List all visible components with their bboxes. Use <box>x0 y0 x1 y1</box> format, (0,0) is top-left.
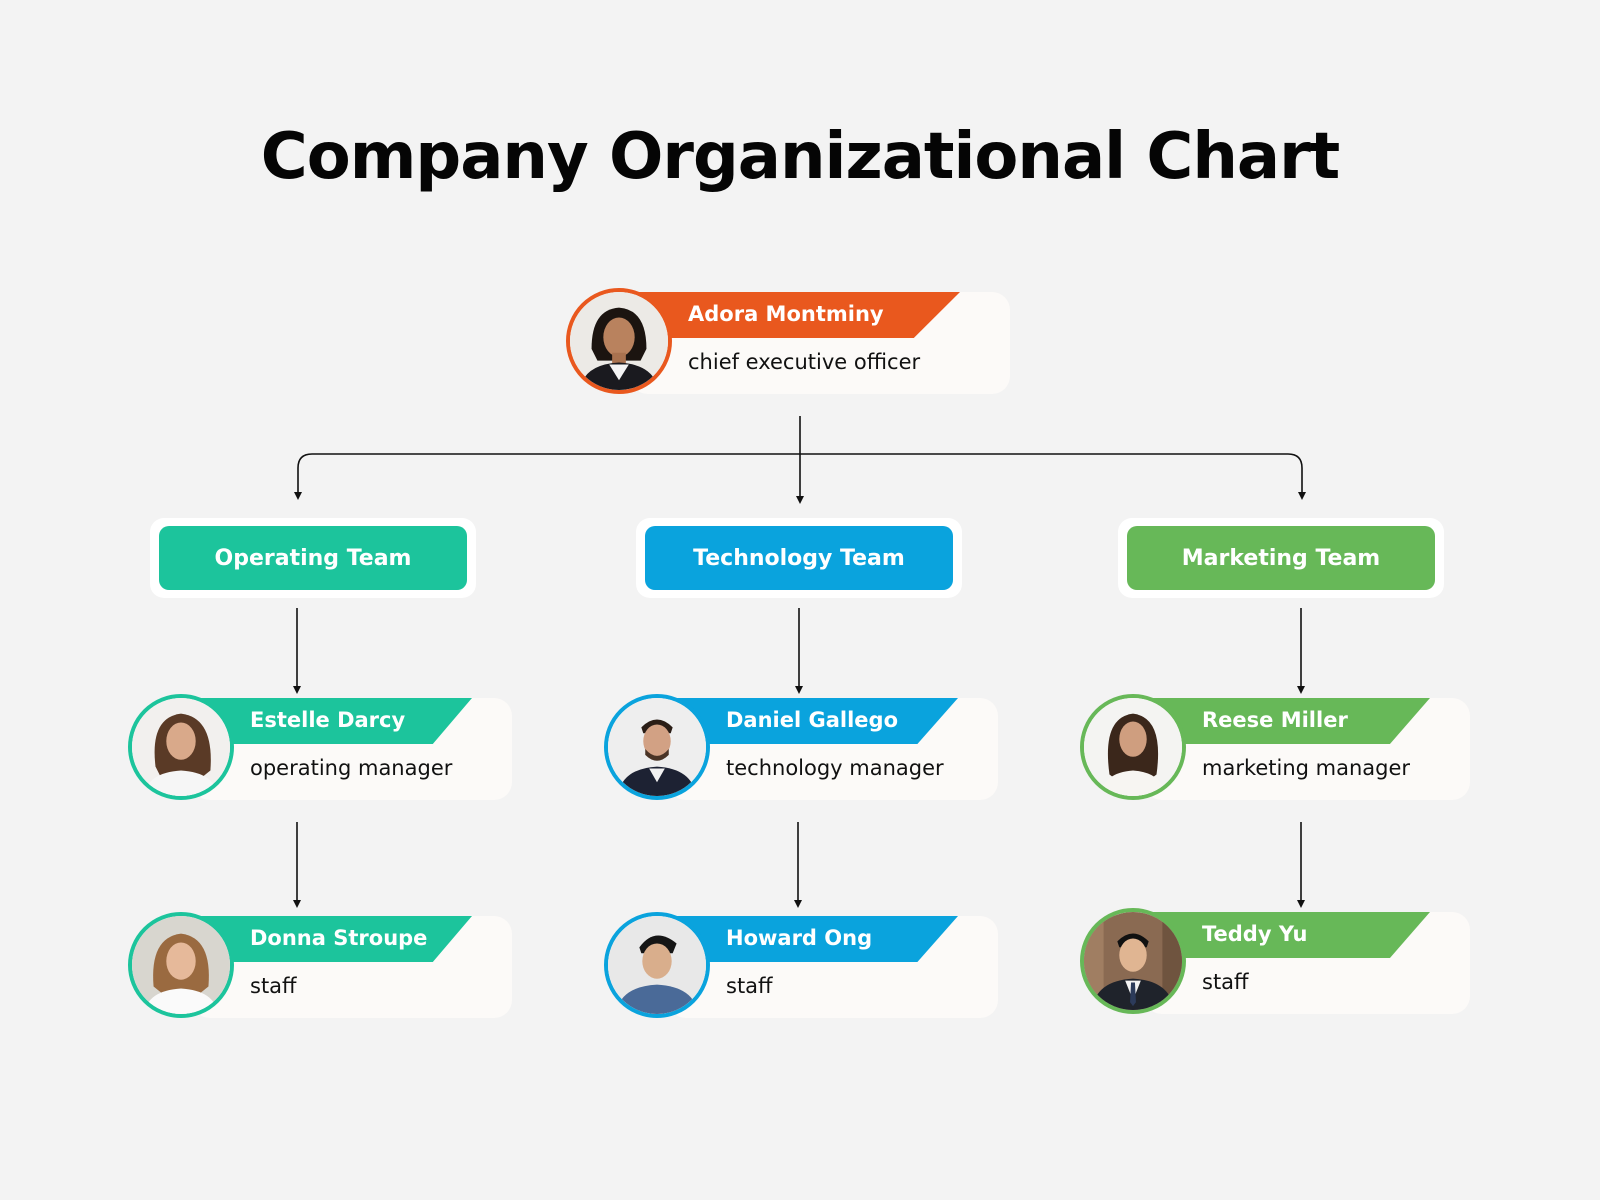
donna-avatar-icon <box>128 912 234 1018</box>
marketing-staff-ribbon <box>1144 912 1430 958</box>
technology-staff-role: staff <box>726 974 773 998</box>
daniel-avatar-icon <box>604 694 710 800</box>
marketing-staff-role: staff <box>1202 970 1249 994</box>
marketing-manager-ribbon <box>1144 698 1430 744</box>
ceo-role: chief executive officer <box>688 350 921 374</box>
technology-staff-name: Howard Ong <box>726 926 873 950</box>
estelle-avatar-icon <box>128 694 234 800</box>
technology-team-box[interactable]: Technology Team <box>636 518 962 598</box>
marketing-staff-name: Teddy Yu <box>1202 922 1308 946</box>
ceo-name: Adora Montminy <box>688 302 884 326</box>
operating-team-label: Operating Team <box>159 526 467 590</box>
technology-team-label: Technology Team <box>645 526 953 590</box>
howard-avatar-icon <box>604 912 710 1018</box>
operating-staff-ribbon <box>192 916 472 962</box>
reese-avatar-icon <box>1080 694 1186 800</box>
page-title: Company Organizational Chart <box>260 120 1340 194</box>
ceo-avatar-icon <box>566 288 672 394</box>
operating-manager-ribbon <box>192 698 472 744</box>
marketing-team-box[interactable]: Marketing Team <box>1118 518 1444 598</box>
technology-manager-role: technology manager <box>726 756 944 780</box>
operating-manager-role: operating manager <box>250 756 453 780</box>
operating-manager-name: Estelle Darcy <box>250 708 406 732</box>
ceo-name-ribbon <box>630 292 960 338</box>
marketing-manager-name: Reese Miller <box>1202 708 1348 732</box>
operating-team-box[interactable]: Operating Team <box>150 518 476 598</box>
connector-ceo-left <box>294 453 800 500</box>
operating-staff-name: Donna Stroupe <box>250 926 428 950</box>
operating-staff-role: staff <box>250 974 297 998</box>
marketing-team-label: Marketing Team <box>1127 526 1435 590</box>
connector-ceo-right <box>800 453 1306 500</box>
marketing-manager-role: marketing manager <box>1202 756 1411 780</box>
technology-staff-ribbon <box>668 916 958 962</box>
teddy-avatar-icon <box>1080 908 1186 1014</box>
technology-manager-name: Daniel Gallego <box>726 708 899 732</box>
technology-manager-ribbon <box>668 698 958 744</box>
